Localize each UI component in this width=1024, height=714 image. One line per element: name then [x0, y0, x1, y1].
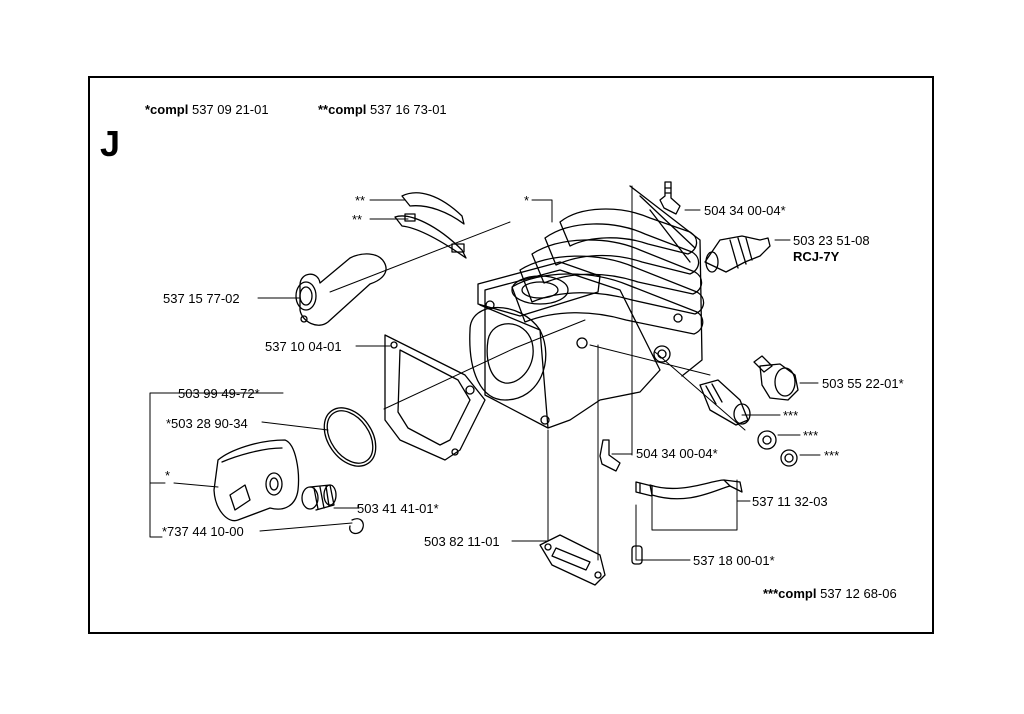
plug-drawing	[753, 355, 799, 401]
label-piston-kit: 503 99 49-72*	[178, 386, 260, 401]
compl-kit-3: ***compl 537 12 68-06	[763, 586, 897, 601]
label-nipple-top: 504 34 00-04*	[704, 203, 786, 218]
base-gasket-drawing	[539, 534, 606, 586]
label-base-gasket: 503 82 11-01	[424, 534, 500, 549]
diagram-frame	[88, 76, 934, 634]
label-star-top: *	[524, 193, 530, 208]
leader-lines	[149, 185, 821, 561]
gasket-drawing	[384, 334, 486, 461]
compl-kit-2-number: 537 16 73-01	[370, 102, 447, 117]
label-circlip: *737 44 10-00	[162, 524, 244, 539]
label-hose: 537 11 32-03	[752, 494, 828, 509]
spark-plug-drawing	[704, 235, 771, 273]
section-letter: J	[100, 123, 121, 164]
decompression-valve-drawing	[699, 379, 751, 426]
label-clamp-a: **	[355, 193, 366, 208]
washer-a-drawing	[757, 430, 777, 450]
piston-ring-drawing	[323, 407, 377, 467]
hose-drawing	[635, 479, 743, 500]
clamp-drawing	[394, 192, 467, 259]
label-plug: 503 55 22-01*	[822, 376, 904, 391]
label-decomp-b: ***	[803, 428, 819, 443]
needle-bearing-drawing	[301, 484, 337, 511]
label-filter: 537 18 00-01*	[693, 553, 775, 568]
compl-kit-1: *compl 537 09 21-01	[145, 102, 269, 117]
label-ring: *503 28 90-34	[166, 416, 248, 431]
compl-kit-3-number: 537 12 68-06	[820, 586, 897, 601]
cylinder-drawing	[465, 185, 705, 429]
label-bearing: 503 41 41-01*	[357, 501, 439, 516]
washer-b-drawing	[780, 449, 798, 467]
label-piston: *	[165, 468, 171, 483]
compl-kit-1-prefix: *compl	[145, 102, 189, 117]
label-decomp-c: ***	[824, 448, 840, 463]
compl-kit-3-prefix: ***compl	[763, 586, 817, 601]
circlip-drawing	[349, 518, 364, 535]
compl-kit-1-number: 537 09 21-01	[191, 102, 269, 117]
label-intake: 537 15 77-02	[163, 291, 240, 306]
fuel-filter-drawing	[631, 545, 643, 565]
label-spark-plug-type: RCJ-7Y	[793, 249, 840, 264]
intake-drawing	[295, 253, 387, 326]
piston-drawing	[213, 439, 300, 522]
label-spark-plug: 503 23 51-08	[793, 233, 870, 248]
nipple-top-drawing	[659, 181, 681, 215]
nipple-low-drawing	[599, 439, 621, 472]
label-nipple-low: 504 34 00-04*	[636, 446, 718, 461]
label-gasket-top: 537 10 04-01	[265, 339, 342, 354]
label-clamp-b: **	[352, 212, 363, 227]
compl-kit-2-prefix: **compl	[318, 102, 367, 117]
label-decomp-a: ***	[783, 408, 799, 423]
compl-kit-2: **compl 537 16 73-01	[318, 102, 447, 117]
